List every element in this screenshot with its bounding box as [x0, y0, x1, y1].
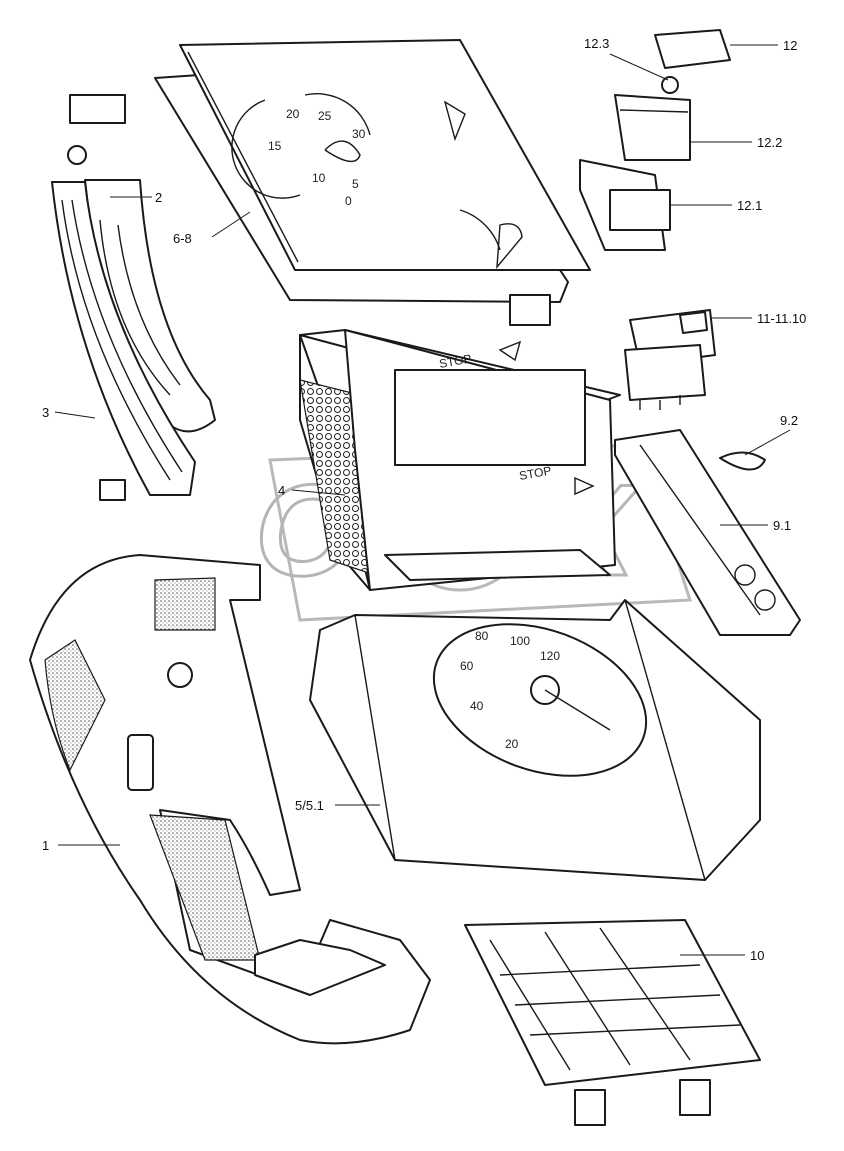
- callout-5-5-1: 5/5.1: [295, 798, 324, 813]
- tacho-num-60: 60: [460, 659, 474, 673]
- part-dashboard-housing: [29, 554, 431, 1045]
- gauge-num-5: 5: [352, 177, 359, 191]
- part-rocker-switch: [624, 309, 716, 410]
- callout-12: 12: [783, 38, 797, 53]
- gauge-num-30: 30: [352, 127, 366, 141]
- tacho-num-120: 120: [540, 649, 560, 663]
- callout-12-3: 12.3: [584, 36, 609, 51]
- callout-12-1: 12.1: [737, 198, 762, 213]
- callout-4: 4: [278, 483, 285, 498]
- tacho-num-100: 100: [510, 634, 530, 648]
- callout-9-2: 9.2: [780, 413, 798, 428]
- gauge-num-0: 0: [345, 194, 352, 208]
- part-side-panel: [614, 429, 801, 636]
- callout-10: 10: [750, 948, 764, 963]
- callout-9-1: 9.1: [773, 518, 791, 533]
- gauge-num-10: 10: [312, 171, 326, 185]
- gauge-num-20: 20: [286, 107, 300, 121]
- part-electronic-module: STOP STOP: [299, 329, 621, 591]
- callout-3: 3: [42, 405, 49, 420]
- tacho-num-20: 20: [505, 737, 519, 751]
- callout-2: 2: [155, 190, 162, 205]
- tacho-num-40: 40: [470, 699, 484, 713]
- callout-11-11-10: 11-11.10: [757, 311, 806, 326]
- callout-6-8: 6-8: [173, 231, 192, 246]
- part-switch-assembly: [579, 29, 731, 251]
- part-tachograph-unit: 20 40 60 80 100 120: [309, 599, 761, 881]
- stop-label-top: STOP: [438, 352, 472, 371]
- tacho-num-80: 80: [475, 629, 489, 643]
- gauge-num-25: 25: [318, 109, 332, 123]
- callout-12-2: 12.2: [757, 135, 782, 150]
- gauge-num-15: 15: [268, 139, 282, 153]
- callout-labels: 12 12.3 12.2 12.1 2 6-8 11-11.10 3 9.2 9…: [42, 36, 806, 963]
- part-bottom-tray: [464, 919, 761, 1126]
- part-switch-strip: [51, 94, 196, 501]
- callout-1: 1: [42, 838, 49, 853]
- stop-label-bottom: STOP: [518, 464, 552, 483]
- leader-lines: [54, 44, 791, 956]
- part-dial-faceplate: 10 15 20 25 30 0 5: [154, 39, 591, 326]
